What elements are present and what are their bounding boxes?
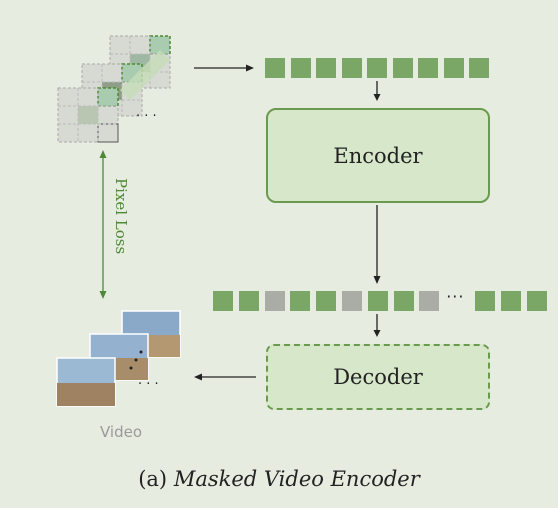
- video-ellipsis: · · ·: [138, 377, 159, 392]
- visible-token: [265, 58, 285, 78]
- visible-token: [501, 291, 521, 311]
- arrow-decoder-to-video: [194, 373, 256, 381]
- masked-token: [342, 291, 362, 311]
- caption-prefix: (a): [138, 467, 168, 491]
- decoder-box: Decoder: [266, 344, 490, 410]
- frames-ellipsis: · · ·: [136, 109, 157, 124]
- projection-band: [120, 50, 170, 100]
- arrow-encoder-to-sequence: [373, 205, 381, 284]
- visible-token: [393, 291, 414, 311]
- visible-token: [443, 58, 464, 78]
- visible-token: [526, 291, 547, 311]
- video-frame-front-ground: [57, 383, 115, 406]
- masked-token: [419, 291, 440, 311]
- visible-token: [316, 291, 337, 311]
- visible-token: [213, 291, 233, 311]
- visible-token: [367, 291, 388, 311]
- visible-token: [418, 58, 438, 78]
- caption-title: Masked Video Encoder: [173, 467, 420, 491]
- visible-token: [290, 58, 311, 78]
- visible-token: [469, 58, 489, 78]
- visible-token: [238, 291, 259, 311]
- visible-token: [341, 58, 362, 78]
- visible-token: [392, 58, 413, 78]
- visible-token: [316, 58, 336, 78]
- visible-token: [475, 291, 496, 311]
- masked-frame-front: [57, 87, 119, 143]
- pixel-loss-arrow: [99, 150, 107, 299]
- figure-caption: (a) Masked Video Encoder: [0, 467, 558, 491]
- video-label: Video: [100, 423, 143, 441]
- visible-token: [367, 58, 387, 78]
- arrow-tokens-to-encoder: [373, 81, 381, 101]
- visible-token: [290, 291, 311, 311]
- arrow-sequence-to-decoder: [373, 314, 381, 337]
- decoder-label: Decoder: [333, 365, 423, 389]
- token-ellipsis: ···: [446, 287, 465, 306]
- arrow-frames-to-tokens: [194, 64, 254, 72]
- encoder-box: Encoder: [266, 108, 490, 203]
- reconstructed-video-frames: · · ·: [56, 310, 181, 407]
- encoder-label: Encoder: [333, 143, 423, 168]
- masked-token: [264, 291, 285, 311]
- pixel-loss-label: Pixel Loss: [112, 178, 130, 255]
